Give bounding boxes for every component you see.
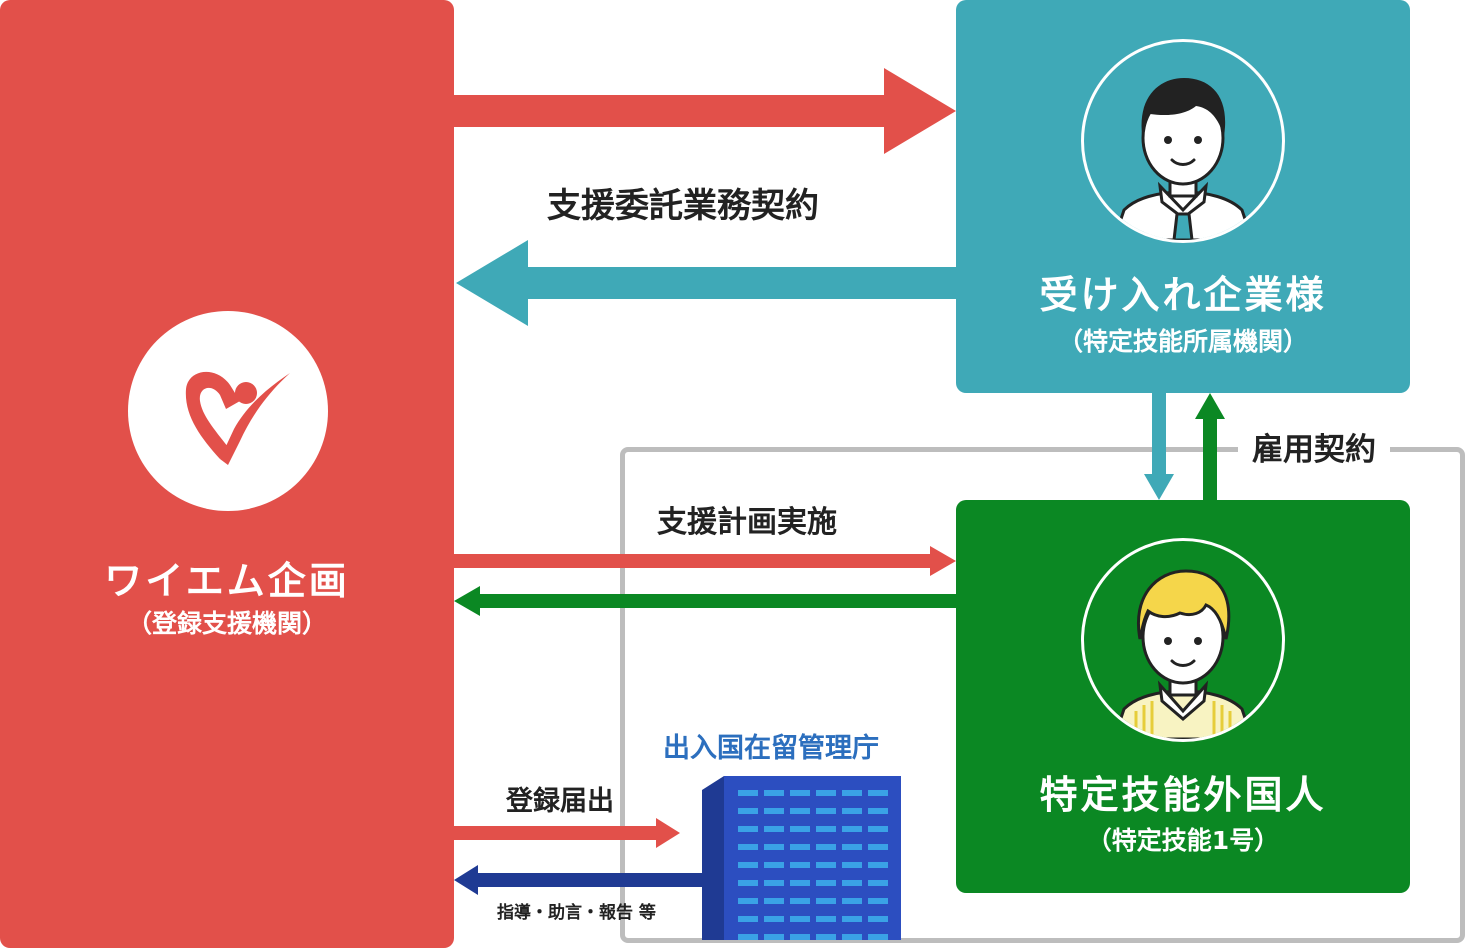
building-window: [868, 862, 888, 868]
building-window: [842, 934, 862, 940]
contract-arrow-to-org: [456, 240, 956, 326]
building-window: [842, 898, 862, 904]
logo-dot: [235, 382, 257, 404]
building-window: [816, 880, 836, 886]
worker-box: 特定技能外国人 （特定技能1号）: [956, 500, 1410, 893]
building-window: [842, 790, 862, 796]
building-window: [842, 844, 862, 850]
building-window: [868, 826, 888, 832]
building-window: [790, 790, 810, 796]
hair: [1141, 78, 1226, 136]
building-window: [738, 808, 758, 814]
logo-circle: [128, 311, 328, 511]
worker-feedback-arrow: [454, 586, 956, 616]
contract-arrow-to-company: [454, 68, 956, 154]
support-contract-label: 支援委託業務契約: [547, 186, 819, 226]
hair: [1137, 569, 1231, 640]
building-window: [738, 844, 758, 850]
building-window: [868, 898, 888, 904]
support-plan-arrow: [454, 546, 956, 576]
building-window: [764, 826, 784, 832]
building-window: [738, 934, 758, 940]
building-window: [764, 790, 784, 796]
employment-arrow-up: [1195, 393, 1225, 500]
building-window: [738, 898, 758, 904]
employment-contract-label: 雇用契約: [1238, 428, 1390, 472]
building-window: [868, 808, 888, 814]
company-box: 受け入れ企業様 （特定技能所属機関）: [956, 0, 1410, 393]
building-window: [868, 934, 888, 940]
guidance-arrow: [454, 865, 702, 895]
building-window: [738, 862, 758, 868]
org-name: ワイエム企画: [104, 559, 350, 603]
building-window: [816, 790, 836, 796]
building-window: [764, 808, 784, 814]
building-window: [842, 862, 862, 868]
building-window: [842, 916, 862, 922]
building-window: [764, 898, 784, 904]
building-window: [868, 880, 888, 886]
registered-support-org-box: ワイエム企画 （登録支援機関）: [0, 0, 454, 948]
building-window: [790, 862, 810, 868]
company-name: 受け入れ企業様: [1039, 273, 1327, 317]
logo-heart-swoosh: [185, 371, 240, 459]
building-window: [790, 916, 810, 922]
registration-label: 登録届出: [506, 786, 614, 817]
building-window: [790, 898, 810, 904]
worker-subtitle: （特定技能1号）: [1086, 826, 1280, 855]
tie: [1172, 212, 1194, 240]
building-window: [764, 880, 784, 886]
building-window: [868, 844, 888, 850]
building-window: [790, 934, 810, 940]
building-window: [816, 934, 836, 940]
building-window: [790, 880, 810, 886]
collar: [1157, 181, 1209, 220]
collar: [1157, 680, 1209, 721]
businessman-avatar-icon: [1112, 78, 1254, 240]
employment-arrow-down: [1144, 393, 1174, 500]
building-window: [842, 808, 862, 814]
support-plan-label: 支援計画実施: [657, 505, 837, 540]
company-subtitle: （特定技能所属機関）: [1057, 327, 1308, 356]
building-window: [738, 880, 758, 886]
registration-arrow: [454, 818, 680, 848]
building-window: [790, 808, 810, 814]
logo-check-stroke: [220, 373, 290, 465]
building-window: [816, 826, 836, 832]
building-window: [842, 880, 862, 886]
government-building-icon: [702, 776, 901, 940]
building-window: [816, 898, 836, 904]
building-window: [790, 844, 810, 850]
building-window: [816, 844, 836, 850]
building-window: [738, 916, 758, 922]
building-window: [816, 862, 836, 868]
building-window: [816, 808, 836, 814]
company-avatar-circle: [1081, 39, 1285, 243]
guidance-label: 指導・助言・報告 等: [497, 903, 656, 923]
building-window: [764, 934, 784, 940]
building-window: [816, 916, 836, 922]
building-window: [738, 790, 758, 796]
employment-frame: [620, 447, 1465, 943]
org-subtitle: （登録支援機関）: [126, 609, 327, 638]
building-window: [764, 862, 784, 868]
worker-avatar-circle: [1081, 538, 1285, 742]
agency-name: 出入国在留管理庁: [663, 733, 879, 764]
building-window: [790, 826, 810, 832]
building-window: [764, 916, 784, 922]
worker-name: 特定技能外国人: [1039, 773, 1327, 817]
building-window: [868, 916, 888, 922]
foreign-worker-avatar-icon: [1112, 569, 1254, 739]
building-window: [738, 826, 758, 832]
building-window: [868, 790, 888, 796]
building-window: [842, 826, 862, 832]
building-window: [764, 844, 784, 850]
ym-checkmark-logo-icon: [185, 371, 290, 465]
